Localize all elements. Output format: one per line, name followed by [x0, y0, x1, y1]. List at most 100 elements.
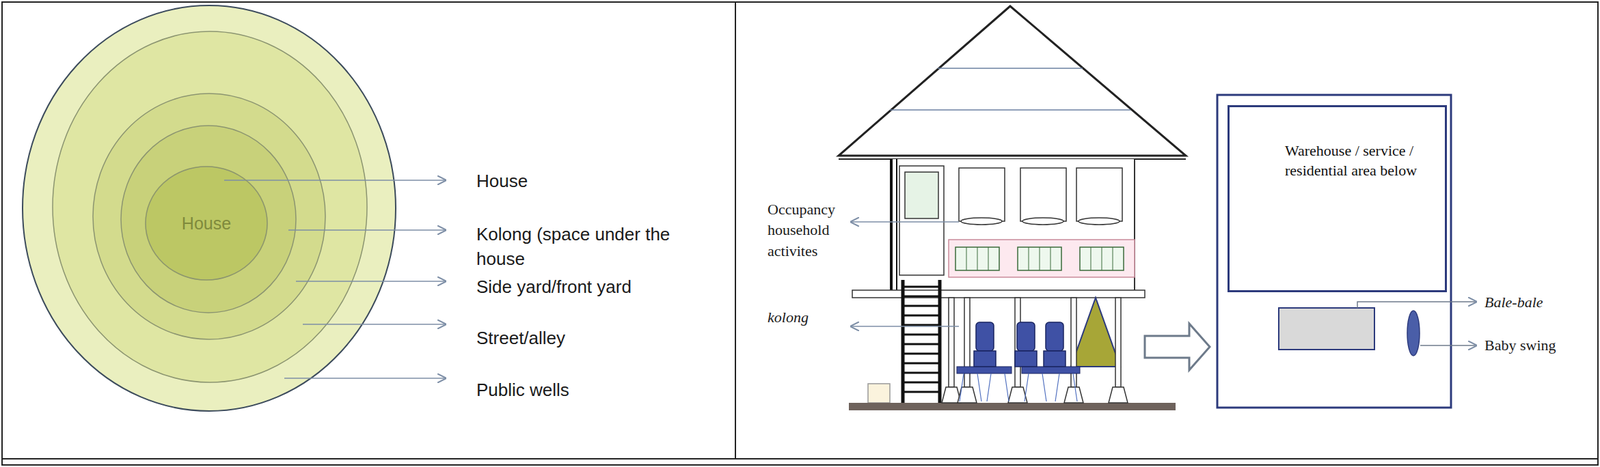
leader-line — [1357, 302, 1477, 309]
window — [1076, 168, 1123, 222]
window-sill — [1022, 218, 1064, 225]
window — [1020, 168, 1067, 222]
window-bar — [1112, 247, 1114, 271]
window-sill — [1078, 218, 1120, 225]
leader-line — [850, 221, 959, 223]
chair-seat — [1043, 351, 1066, 368]
stilt-footing — [1064, 387, 1084, 404]
leader-line — [288, 229, 446, 232]
ladder-rung — [902, 334, 940, 337]
bench-leg — [1042, 373, 1047, 402]
circle-outline — [145, 166, 268, 281]
window-sill — [960, 218, 1002, 225]
callout-label: Bale-bale — [1484, 292, 1544, 314]
callout-label: Public wells — [476, 378, 570, 404]
node-text: Warehouse / service / residential area b… — [1284, 141, 1422, 181]
balcony-window — [1017, 247, 1062, 271]
door-panel — [904, 172, 939, 219]
window-bar — [1090, 247, 1092, 271]
bench-leg — [959, 373, 964, 402]
frame-line — [2, 458, 1598, 460]
chair — [975, 322, 994, 352]
stilt — [1115, 297, 1121, 388]
block-arrow — [1144, 323, 1210, 371]
bench-leg — [1024, 373, 1029, 402]
wall-edge — [896, 159, 898, 291]
balcony-window — [955, 247, 1000, 271]
ladder-rung — [902, 295, 940, 298]
door — [899, 166, 944, 276]
chair-seat — [973, 351, 996, 368]
callout-label: Baby swing — [1484, 335, 1557, 357]
bench-leg — [977, 373, 982, 402]
leader-lines — [224, 180, 446, 379]
ladder-rung — [902, 305, 940, 308]
public-wells-ring — [22, 5, 396, 412]
bench — [1021, 367, 1080, 374]
baby-swing-symbol — [1407, 310, 1420, 357]
window-bar — [966, 247, 968, 271]
ladder-rung — [902, 353, 940, 356]
leader-line — [850, 326, 959, 328]
cone-object — [1070, 297, 1121, 368]
leader-line — [295, 280, 446, 283]
ladder-rung — [902, 391, 940, 394]
ladder-rung — [902, 315, 940, 318]
bench-leg — [1004, 373, 1009, 402]
bench — [956, 367, 1012, 374]
roof-line — [889, 109, 1131, 111]
plan-outline — [1217, 95, 1452, 409]
plan-area-box: Warehouse / service / residential area b… — [1227, 105, 1447, 293]
kolong-ring — [120, 125, 296, 314]
callout-label: kolong — [767, 307, 809, 329]
window-bar — [1028, 247, 1030, 271]
leader-line — [284, 377, 446, 380]
balcony-window — [1079, 247, 1124, 271]
stilt — [948, 297, 955, 388]
window-bar — [977, 247, 979, 271]
bench-leg — [1073, 373, 1078, 402]
chair-seat — [1014, 351, 1037, 368]
leader-line — [1420, 345, 1477, 347]
window-bar — [1101, 247, 1103, 271]
ladder-rail — [901, 280, 905, 404]
window-bar — [1039, 247, 1041, 271]
bench-leg — [1055, 373, 1060, 402]
chair — [1017, 322, 1035, 352]
bench-leg — [986, 373, 992, 402]
callout-label: Occupancy household activites — [767, 199, 849, 262]
house-core-circle: House — [144, 166, 268, 281]
roof-line — [937, 67, 1083, 70]
street-ring — [52, 31, 368, 383]
window — [958, 168, 1005, 222]
callout-label: House — [476, 169, 528, 195]
stilt-footing — [1108, 387, 1128, 404]
floor-beam — [852, 290, 1145, 298]
balcony — [948, 239, 1135, 278]
window-bar — [988, 247, 989, 271]
ladder-rail — [938, 280, 942, 404]
node-text: House — [181, 212, 232, 236]
wall — [892, 159, 1135, 291]
stilt-house — [838, 6, 1186, 411]
leader-line — [302, 323, 446, 326]
callout-label: Side yard/front yard — [476, 275, 632, 301]
house-core-fill — [144, 166, 268, 281]
ladder-rung — [902, 286, 940, 289]
bale-bale-symbol — [1278, 308, 1375, 350]
chair — [1045, 322, 1064, 352]
window-bar — [1050, 247, 1052, 271]
panel-divider — [734, 2, 737, 460]
roof — [838, 6, 1186, 156]
callout-label: Street/alley — [476, 326, 566, 352]
ladder-rung — [902, 372, 940, 375]
ground — [848, 403, 1176, 411]
ladder-rung — [902, 382, 940, 385]
ladder-rung — [902, 362, 940, 365]
wall-edge — [889, 159, 893, 291]
callout-label: Kolong (space under the house — [476, 222, 702, 273]
yard-ring — [92, 93, 326, 340]
leader-line — [224, 179, 446, 182]
